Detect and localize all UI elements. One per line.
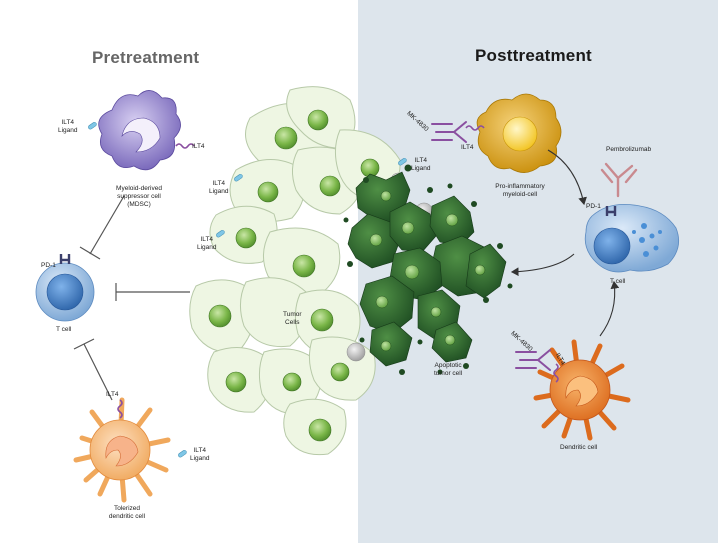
tumor-nucleus [292,254,316,278]
ilt4-receptor-icon [117,399,123,419]
post-tcell [584,203,680,273]
tdc-ilt4-label: ILT4 [106,391,119,398]
dendritic-cell [533,339,631,441]
arrow-tcell-to-tumor [510,253,575,277]
ilt4-receptor-icon [175,143,195,149]
pd1-receptor-icon [605,206,617,216]
ilt4-ligand-icon [234,174,243,182]
ilt4-ligand-icon [178,450,187,458]
ilt4-receptor-icon [553,363,559,383]
pretreatment-heading: Pretreatment [92,48,200,67]
post-tcell-pd1-label: PD-1 [586,203,601,210]
mdsc-cell [88,90,195,171]
grey-cell [346,342,366,362]
arrow-myeloid-to-tcell [547,149,587,206]
post-tcell-label: T cell [610,278,626,285]
tumor-nucleus [308,418,332,442]
activation-arrows [510,149,620,337]
tumor-nucleus [274,126,298,150]
pre-tcell [35,254,95,322]
tumor-nucleus [330,362,350,382]
ilt4-ligand-icon [88,122,97,130]
apoptotic-blebs [343,164,513,375]
pre-tcell-label: T cell [56,326,72,333]
apoptotic-cell [465,243,507,299]
tumor-nucleus [208,304,232,328]
tumor-nucleus [307,109,329,131]
ilt4-ligand-icon [216,230,225,238]
tumor-nuclei [208,109,380,442]
tumor-cell [240,277,309,348]
pembrolizumab-antibody [600,162,638,198]
tumor-nucleus [319,175,341,197]
arrow-dc-to-tcell [599,280,620,337]
ilt4-ligand-icon [398,158,407,166]
inhibition-lines [73,195,190,401]
tumor-nucleus [282,372,302,392]
tumor-nucleus [225,371,247,393]
apoptotic-cluster [347,171,507,367]
apoptotic-cell [369,321,413,367]
tolerized-dendritic-cell [73,397,187,503]
pre-tcell-pd1-label: PD-1 [41,262,56,269]
tumor-nucleus [310,308,334,332]
tumor-nucleus [257,181,279,203]
myeloid-cell [465,93,562,173]
mk4830-antibody-2 [515,349,551,371]
tumor-nucleus [235,227,257,249]
apoptotic-nuclei [369,190,486,352]
pd1-receptor-icon [59,254,71,264]
dc-label: Dendritic cell [560,444,598,451]
tumor-ligand-glyphs [216,158,407,238]
mk4830-antibody-1 [431,121,467,143]
drug-1-target-label: ILT4 [461,144,474,151]
mdsc-ilt4-label: ILT4 [192,143,205,150]
posttreatment-heading: Posttreatment [475,46,592,65]
ilt4-receptor-icon [465,125,485,131]
pembrolizumab-label: Pembrolizumab [606,146,652,153]
